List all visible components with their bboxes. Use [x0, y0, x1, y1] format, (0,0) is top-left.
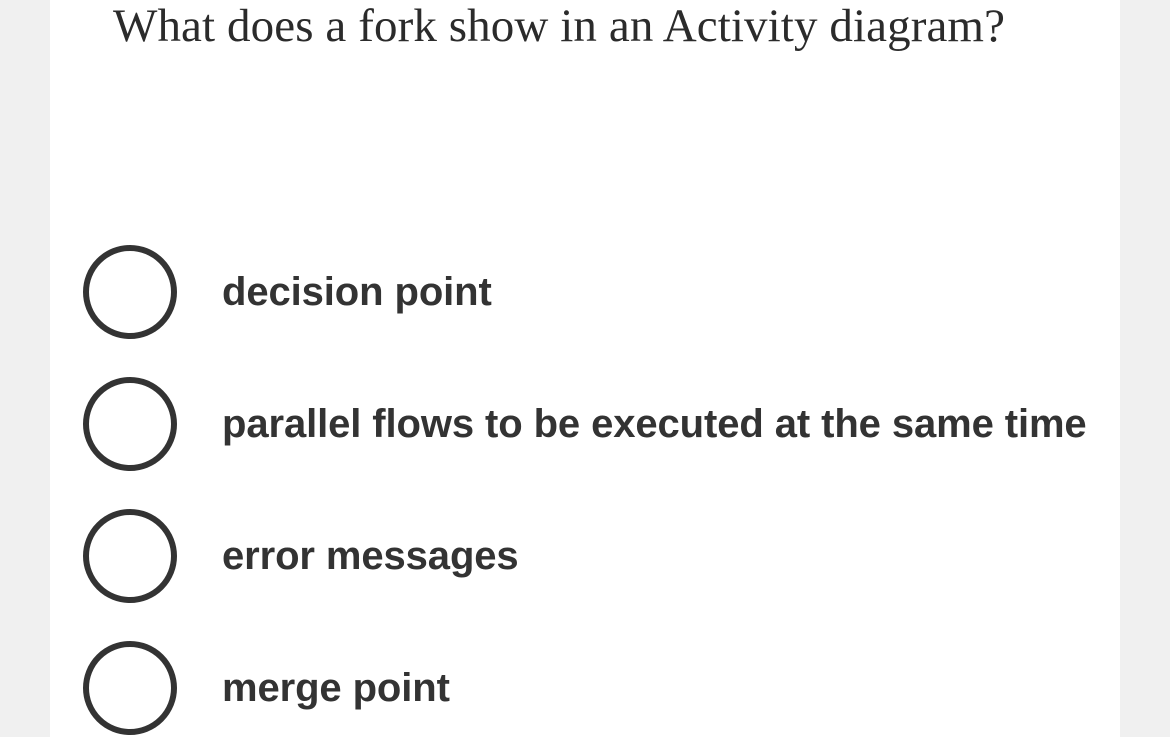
answer-option-0[interactable]: decision point — [50, 226, 1120, 358]
question-prompt: What does a fork show in an Activity dia… — [113, 0, 1006, 52]
answer-options-list: decision point parallel flows to be exec… — [50, 226, 1120, 737]
radio-button-icon-1[interactable] — [83, 377, 177, 471]
answer-option-1[interactable]: parallel flows to be executed at the sam… — [50, 358, 1120, 490]
answer-option-2[interactable]: error messages — [50, 490, 1120, 622]
radio-button-icon-2[interactable] — [83, 509, 177, 603]
answer-option-label-1: parallel flows to be executed at the sam… — [222, 402, 1087, 446]
answer-option-label-0: decision point — [222, 270, 492, 314]
answer-option-label-2: error messages — [222, 534, 519, 578]
question-card: What does a fork show in an Activity dia… — [50, 0, 1120, 737]
radio-button-icon-0[interactable] — [83, 245, 177, 339]
radio-button-icon-3[interactable] — [83, 641, 177, 735]
answer-option-3[interactable]: merge point — [50, 622, 1120, 737]
answer-option-label-3: merge point — [222, 666, 450, 710]
